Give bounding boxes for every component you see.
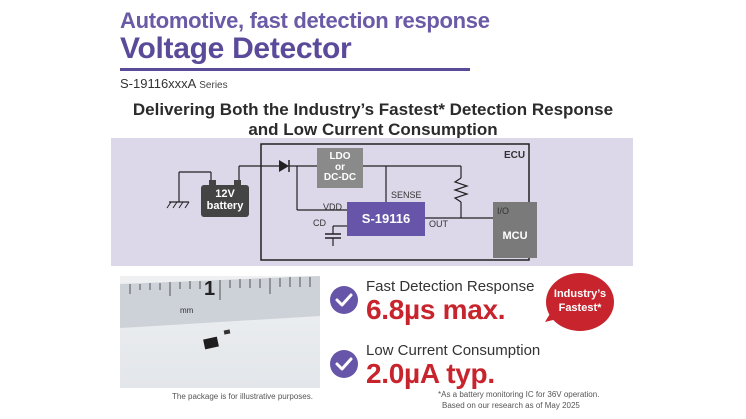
feature-label: Low Current Consumption — [366, 342, 541, 359]
battery-label-1: 12V — [215, 188, 235, 201]
ldo-label-3: DC-DC — [323, 172, 357, 184]
ruler-and-chip — [120, 276, 320, 350]
ecu-label: ECU — [504, 150, 526, 161]
diode-icon — [279, 160, 289, 172]
ldo-label-1: LDO — [329, 151, 351, 163]
mcu-block: MCU — [493, 202, 537, 258]
resistor-icon — [453, 177, 469, 203]
mcu-label: MCU — [502, 230, 528, 243]
photo-caption: The package is for illustrative purposes… — [172, 392, 313, 401]
ruler-mark: 1 — [204, 278, 216, 300]
series-label: S-19116xxxA Series — [120, 76, 228, 91]
series-suffix: Series — [199, 80, 228, 91]
feature-value: 6.8µs max. — [366, 294, 506, 325]
feature-value: 2.0µA typ. — [366, 358, 495, 389]
title-rule — [120, 68, 470, 71]
chip-large — [203, 336, 219, 350]
circuit-wires — [166, 143, 530, 261]
ldo-label-2: or — [335, 161, 345, 173]
headline-line1: Delivering Both the Industry’s Fastest* … — [132, 100, 614, 119]
sense-label: SENSE — [391, 190, 422, 200]
io-label: I/O — [497, 206, 510, 216]
check-icon — [330, 286, 358, 314]
title-line2: Voltage Detector — [120, 32, 352, 65]
chip-small — [223, 329, 231, 335]
battery-block: 12V battery — [201, 180, 249, 217]
out-label: OUT — [429, 219, 448, 229]
footnote-line2: Based on our research as of May 2025 — [442, 401, 580, 410]
ruler-unit: mm — [180, 306, 194, 315]
footnote-line1: *As a battery monitoring IC for 36V oper… — [438, 390, 600, 399]
vdd-label: VDD — [323, 202, 343, 212]
headline-line2: and Low Current Consumption — [248, 120, 498, 139]
check-icon — [330, 350, 358, 378]
industry-fastest-badge: Industry’s Fastest* — [545, 272, 615, 338]
badge-line1: Industry’s — [553, 288, 607, 300]
ldo-block: LDO or DC-DC — [317, 148, 363, 188]
detector-ic-block: S-19116 — [347, 202, 425, 236]
title-line1: Automotive, fast detection response — [120, 8, 490, 33]
ic-label: S-19116 — [361, 211, 411, 227]
package-photo: 1 mm — [120, 276, 320, 388]
circuit-diagram: ECU LDO or DC-DC 12V battery S-19116 MCU… — [111, 138, 633, 266]
badge-line2: Fastest* — [558, 302, 602, 314]
feature-label: Fast Detection Response — [366, 278, 535, 295]
series-code: S-19116xxxA — [120, 76, 196, 91]
cd-label: CD — [313, 218, 326, 228]
battery-label-2: battery — [206, 200, 244, 212]
